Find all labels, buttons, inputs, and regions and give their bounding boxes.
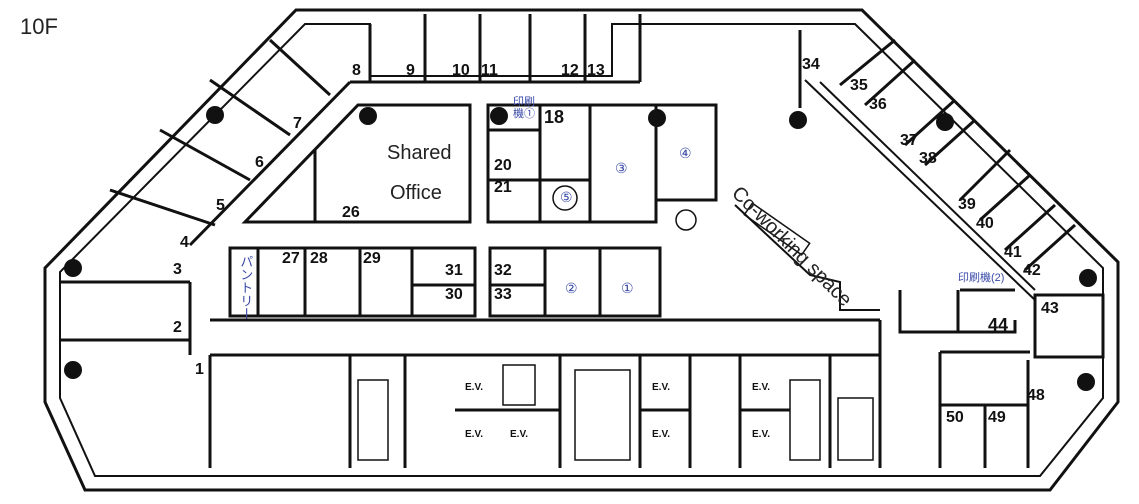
room-34[interactable]: 34 <box>802 56 820 73</box>
shared-office-label-2: Office <box>390 182 442 204</box>
room-43[interactable]: 43 <box>1041 300 1059 317</box>
room-41[interactable]: 41 <box>1004 244 1022 261</box>
elevator-label: E.V. <box>652 382 670 393</box>
room-33[interactable]: 33 <box>494 286 512 303</box>
room-5[interactable]: 5 <box>216 197 225 214</box>
pantry-label: パントリー <box>238 255 254 320</box>
printer-1-label: 印刷機① <box>513 96 535 121</box>
room-11[interactable]: 11 <box>481 62 498 79</box>
shared-office-label-1: Shared <box>387 142 452 164</box>
room-32[interactable]: 32 <box>494 262 512 279</box>
elevator-label: E.V. <box>465 429 483 440</box>
printer-2-label: 印刷機(2) <box>958 272 1005 284</box>
elevator-label: E.V. <box>652 429 670 440</box>
elevator-label: E.V. <box>465 382 483 393</box>
room-38[interactable]: 38 <box>919 150 937 167</box>
room-27[interactable]: 27 <box>282 250 300 267</box>
room-12[interactable]: 12 <box>561 62 579 79</box>
room-9[interactable]: 9 <box>406 62 415 79</box>
room-26[interactable]: 26 <box>342 204 360 221</box>
elevator-label: E.V. <box>752 429 770 440</box>
room-10[interactable]: 10 <box>452 62 470 79</box>
room-8[interactable]: 8 <box>352 62 361 79</box>
room-21[interactable]: 21 <box>494 179 512 196</box>
meeting-room-3[interactable]: ③ <box>615 160 628 176</box>
room-20[interactable]: 20 <box>494 157 512 174</box>
meeting-room-1[interactable]: ① <box>621 280 634 296</box>
meeting-room-2[interactable]: ② <box>565 280 578 296</box>
meeting-room-4[interactable]: ④ <box>679 145 692 161</box>
room-7[interactable]: 7 <box>293 115 302 132</box>
meeting-room-5[interactable]: ⑤ <box>560 189 573 205</box>
room-13[interactable]: 13 <box>587 62 605 79</box>
room-37[interactable]: 37 <box>900 132 918 149</box>
columns <box>64 106 1097 391</box>
room-6[interactable]: 6 <box>255 154 264 171</box>
room-39[interactable]: 39 <box>958 196 976 213</box>
room-49[interactable]: 49 <box>988 409 1006 426</box>
room-36[interactable]: 36 <box>869 96 887 113</box>
room-3[interactable]: 3 <box>173 261 182 278</box>
room-50[interactable]: 50 <box>946 409 964 426</box>
room-1[interactable]: 1 <box>195 361 204 378</box>
room-30[interactable]: 30 <box>445 286 463 303</box>
room-18[interactable]: 18 <box>544 107 565 127</box>
room-28[interactable]: 28 <box>310 250 328 267</box>
room-4[interactable]: 4 <box>180 234 189 251</box>
floor-label: 10F <box>20 14 58 39</box>
room-40[interactable]: 40 <box>976 215 994 232</box>
room-44[interactable]: 44 <box>988 315 1009 335</box>
room-31[interactable]: 31 <box>445 262 463 279</box>
elevator-label: E.V. <box>510 429 528 440</box>
room-2[interactable]: 2 <box>173 319 182 336</box>
room-42[interactable]: 42 <box>1023 262 1041 279</box>
elevator-label: E.V. <box>752 382 770 393</box>
room-48[interactable]: 48 <box>1027 387 1045 404</box>
room-29[interactable]: 29 <box>363 250 381 267</box>
room-35[interactable]: 35 <box>850 77 868 94</box>
